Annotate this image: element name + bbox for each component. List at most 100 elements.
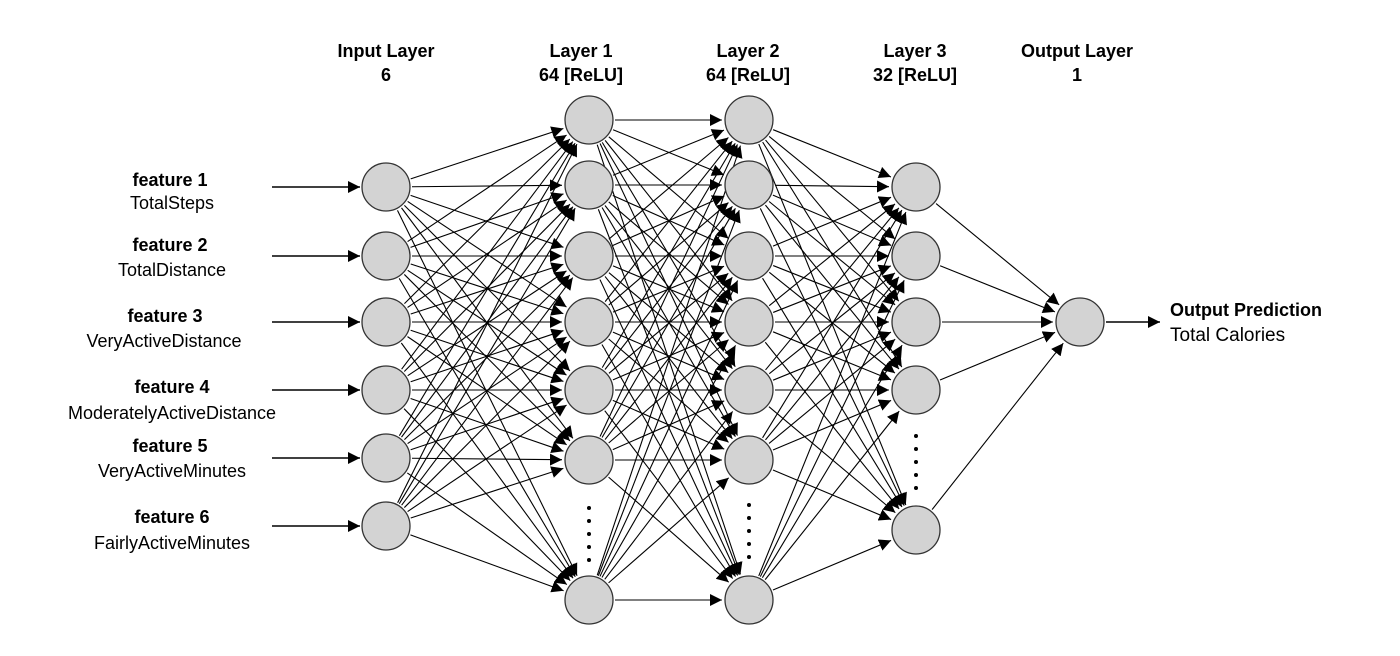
edge-layer1-5-to-layer2-4 [612,331,725,381]
ellipsis-dot-layer3-5 [914,486,918,490]
edge-input-2-to-layer1-7 [398,278,576,578]
edge-layer2-7-to-layer3-3 [761,344,903,578]
edge-input-3-to-layer1-7 [400,342,574,579]
neuron-layer2-2 [724,160,774,210]
edge-layer2-2-to-layer3-1 [774,180,890,193]
neuron-layer1-4 [564,297,614,347]
edge-input-5-to-layer1-4 [407,336,567,444]
feature-title-5: feature 5 [132,436,207,456]
edge-input-4-to-layer1-1 [401,141,574,370]
neuron-layer2-5 [724,365,774,415]
edge-layer1-4-to-layer2-3 [612,265,725,313]
neuron-input-3 [361,297,411,347]
neuron-layer2-1 [724,95,774,145]
feature-name-3: VeryActiveDistance [86,331,241,351]
layer-title-output: Output Layer [1021,41,1133,61]
edge-input-6-to-layer1-1 [397,143,578,503]
neuron-output-1 [1055,297,1105,347]
neuron-layer3-3 [891,297,941,347]
ellipsis-dot-layer1-2 [587,519,591,523]
neuron-layer1-5 [564,365,614,415]
layer-size-2: 64 [ReLU] [706,65,790,85]
neuron-layer1-1 [564,95,614,145]
edge-layer3-4-to-output-1 [939,331,1056,381]
edge-layer2-7-to-layer3-2 [759,280,905,577]
edge-layer1-6-to-layer2-1 [599,144,739,437]
ellipsis-dot-layer2-2 [747,516,751,520]
edge-input-4-to-layer1-2 [403,203,571,372]
feature-name-1: TotalSteps [130,193,214,213]
edge-layer1-7-to-layer2-3 [599,280,739,577]
neuron-layer3-4 [891,365,941,415]
neuron-input-4 [361,365,411,415]
edge-layer2-6-to-layer3-4 [772,399,892,451]
edge-layer1-4-to-layer2-1 [604,140,733,302]
edge-input-2-to-layer1-1 [407,134,567,242]
edge-input-6-to-layer1-7 [410,534,564,593]
neuron-layer1-2 [564,160,614,210]
edge-input-6-to-layer1-4 [403,340,571,508]
edge-layer1-7-to-layer2-1 [596,145,743,576]
ellipsis-dot-layer3-4 [914,473,918,477]
neuron-layer1-3 [564,231,614,281]
edge-layer2-5-to-layer3-3 [772,331,892,381]
layer-title-2: Layer 2 [716,41,779,61]
edge-layer2-2-to-layer3-3 [768,201,896,306]
neuron-input-5 [361,433,411,483]
layer-title-1: Layer 1 [549,41,612,61]
neuron-layer1-6 [564,435,614,485]
ellipsis-dot-layer3-2 [914,447,918,451]
output-prediction-title: Output Prediction [1170,300,1322,320]
edge-layer1-3-to-layer2-1 [608,137,729,240]
edge-layer1-6-to-layer2-4 [608,339,729,444]
edge-layer2-6-to-layer3-1 [762,209,903,439]
feature-name-2: TotalDistance [118,260,226,280]
neuron-input-6 [361,501,411,551]
edge-layer2-3-to-layer3-5 [762,277,903,508]
feature-title-1: feature 1 [132,170,207,190]
edge-layer3-2-to-output-1 [939,265,1056,314]
edge-layer2-6-to-layer3-3 [768,338,896,444]
layer-title-input: Input Layer [337,41,434,61]
edge-layer2-1-to-layer3-2 [768,135,896,240]
io-arrows [272,181,1160,532]
edge-layer2-6-to-layer3-2 [765,276,900,441]
ellipsis-dot-layer1-3 [587,532,591,536]
edge-layer1-4-to-layer2-2 [608,202,729,306]
edge-layer2-7-to-layer3-1 [758,211,907,577]
edge-input-3-to-layer1-1 [404,138,571,305]
edge-input-5-to-layer1-7 [406,472,568,585]
layer-title-3: Layer 3 [883,41,946,61]
layer-size-1: 64 [ReLU] [539,65,623,85]
neurons [361,95,1105,625]
ellipsis-dot-layer1-1 [587,506,591,510]
edge-layer2-5-to-layer3-5 [768,406,896,514]
edge-layer1-6-to-layer2-2 [601,208,736,438]
ellipsis-dot-layer1-5 [587,558,591,562]
edge-layer2-2-to-layer3-2 [772,194,892,247]
neuron-layer3-1 [891,162,941,212]
neuron-layer3-5 [891,505,941,555]
feature-title-3: feature 3 [127,306,202,326]
edge-input-6-to-layer1-6 [410,466,564,519]
neuron-layer3-2 [891,231,941,281]
feature-name-5: VeryActiveMinutes [98,461,246,481]
feature-title-6: feature 6 [134,507,209,527]
edge-layer1-7-to-layer2-2 [597,209,741,576]
ellipsis-dot-layer3-3 [914,460,918,464]
edge-layer1-6-to-layer2-5 [612,400,725,451]
edge-input-6-to-layer1-5 [407,404,567,512]
edge-input-5-to-layer1-3 [404,274,571,441]
neuron-layer1-7 [564,575,614,625]
edge-layer2-5-to-layer3-1 [765,207,900,371]
feature-name-6: FairlyActiveMinutes [94,533,250,553]
edge-layer1-7-to-layer2-4 [601,345,737,578]
edge-layer1-7-to-layer2-5 [604,411,734,580]
edge-layer2-3-to-layer3-1 [772,196,892,247]
edge-layer1-7-to-layer2-6 [608,477,730,584]
layer-size-input: 6 [381,65,391,85]
feature-title-4: feature 4 [134,377,209,397]
edge-input-1-to-layer1-7 [396,210,578,577]
output-prediction-name: Total Calories [1170,325,1285,346]
